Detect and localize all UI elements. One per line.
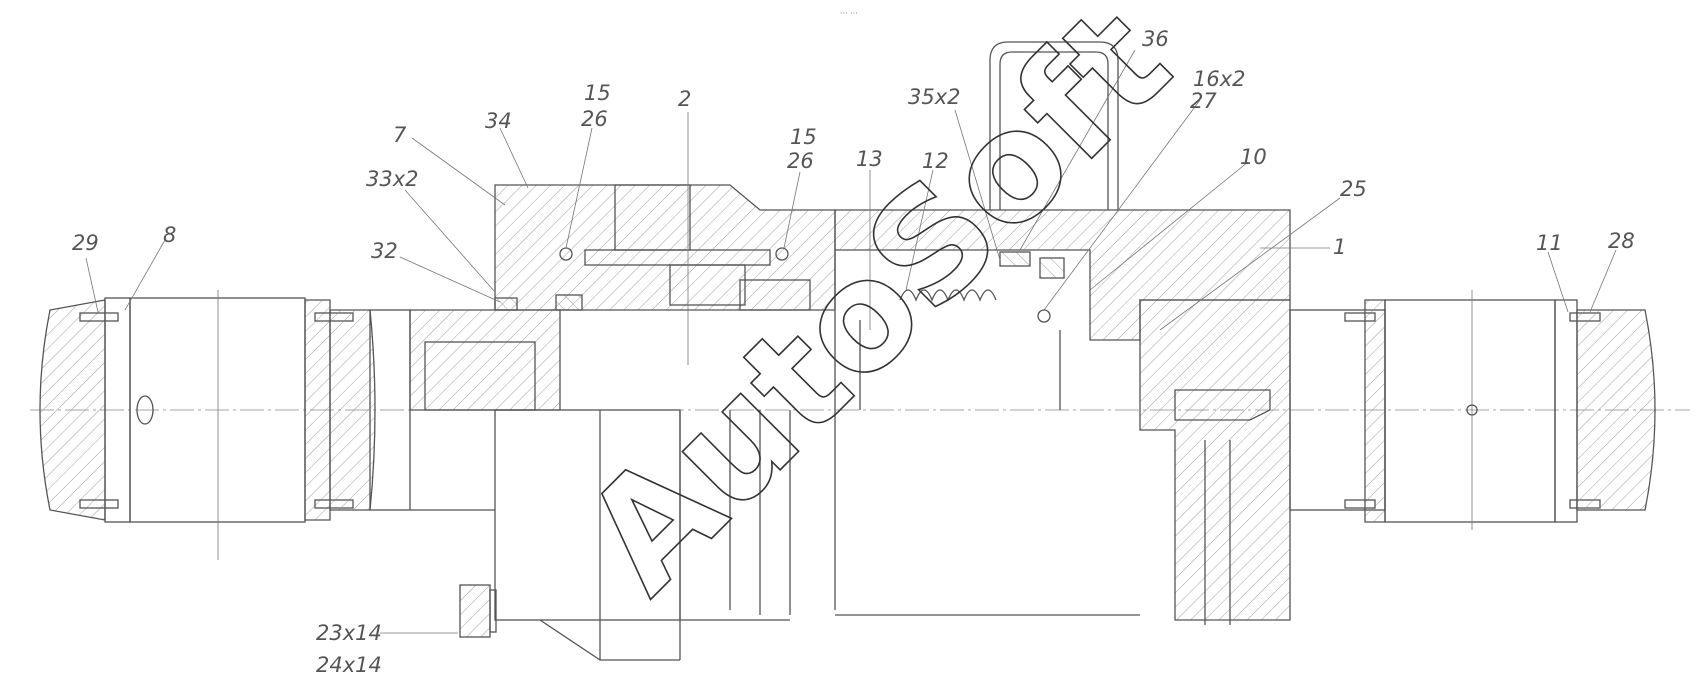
lifting-handle <box>989 41 1119 210</box>
callout-32: 32 <box>371 239 398 263</box>
top-mark: ··· ··· <box>840 9 858 18</box>
housing-lower-left <box>459 409 791 661</box>
callout-26-middle: 26 <box>787 149 814 173</box>
callout-15-upper-left: 15 <box>584 81 611 105</box>
callout-13: 13 <box>856 147 883 171</box>
housing-upper <box>494 184 836 311</box>
callout-34: 34 <box>485 109 512 133</box>
callout-29: 29 <box>72 231 99 255</box>
callout-15-middle: 15 <box>790 125 817 149</box>
leader-lines <box>85 49 1617 634</box>
callout-16x2: 16x2 <box>1193 67 1246 91</box>
callout-8: 8 <box>163 223 176 247</box>
callout-28: 28 <box>1608 229 1635 253</box>
central-body <box>834 209 1291 625</box>
callout-12: 12 <box>922 149 949 173</box>
callout-24x14: 24x14 <box>316 653 382 677</box>
callout-33x2: 33x2 <box>366 167 419 191</box>
callout-26-upper-left: 26 <box>581 107 608 131</box>
callout-2: 2 <box>678 87 691 111</box>
callout-1: 1 <box>1333 235 1346 259</box>
right-coupling <box>1289 290 1656 530</box>
left-coupling <box>39 290 376 560</box>
callout-23x14: 23x14 <box>316 621 382 645</box>
callout-7: 7 <box>393 123 407 147</box>
callout-25: 25 <box>1340 177 1367 201</box>
callout-27: 27 <box>1190 89 1217 113</box>
callout-11: 11 <box>1536 231 1563 255</box>
callout-35x2: 35x2 <box>908 85 961 109</box>
callout-36: 36 <box>1142 27 1169 51</box>
callout-labels: 29 8 7 34 33x2 32 15 26 2 15 26 13 12 35… <box>72 27 1635 677</box>
callout-10: 10 <box>1240 145 1267 169</box>
